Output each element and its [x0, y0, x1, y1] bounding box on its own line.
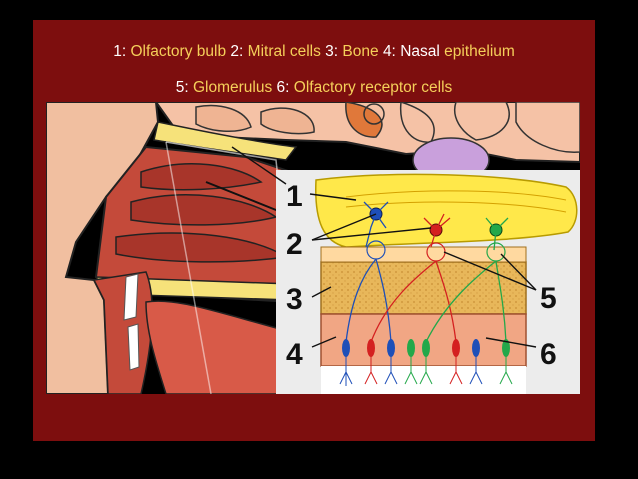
caption-number: 6: [276, 79, 290, 96]
receptor-axons [345, 258, 507, 343]
receptor-cells [342, 339, 510, 357]
middle-turbinate [130, 194, 278, 226]
head-section [46, 102, 580, 394]
mucus-layer [321, 366, 526, 394]
caption-number: 1: [113, 43, 127, 60]
leader-lines [231, 146, 537, 348]
caption-number: 4: [382, 43, 396, 60]
magnified-panel: 1 2 3 4 5 6 [231, 146, 580, 394]
label-1: 1 [286, 180, 303, 213]
caption-number: 2: [230, 43, 244, 60]
label-4: 4 [286, 338, 303, 371]
label-3: 3 [286, 283, 303, 316]
cilia [339, 357, 513, 386]
olfactory-anatomy-figure: 1 2 3 4 5 6 [46, 102, 580, 394]
label-6: 6 [540, 338, 557, 371]
bone-layer [320, 261, 527, 315]
caption-term-nasal: Nasal [400, 43, 440, 60]
mitral-cell-red [423, 213, 451, 248]
label-2: 2 [286, 228, 303, 261]
upper-tooth [123, 273, 139, 321]
caption-line-1: 1: Olfactory bulb 2: Mitral cells 3: Bon… [33, 42, 595, 62]
label-5: 5 [540, 282, 557, 315]
mitral-cell-green [485, 217, 509, 251]
caption-number: 5: [175, 79, 189, 96]
caption-term-olfactory-receptor-cells: Olfactory receptor cells [293, 79, 453, 96]
caption-number: 3: [325, 43, 339, 60]
lower-tooth [127, 323, 140, 371]
caption-term-mitral-cells: Mitral cells [247, 43, 321, 60]
caption-term-olfactory-bulb: Olfactory bulb [130, 43, 227, 60]
caption-term-epithelium: epithelium [444, 43, 515, 60]
caption-term-bone: Bone [342, 43, 379, 60]
caption-line-2: 5: Glomerulus 6: Olfactory receptor cell… [33, 78, 595, 98]
caption-term-glomerulus: Glomerulus [192, 79, 273, 96]
epithelium-layer [320, 313, 527, 367]
